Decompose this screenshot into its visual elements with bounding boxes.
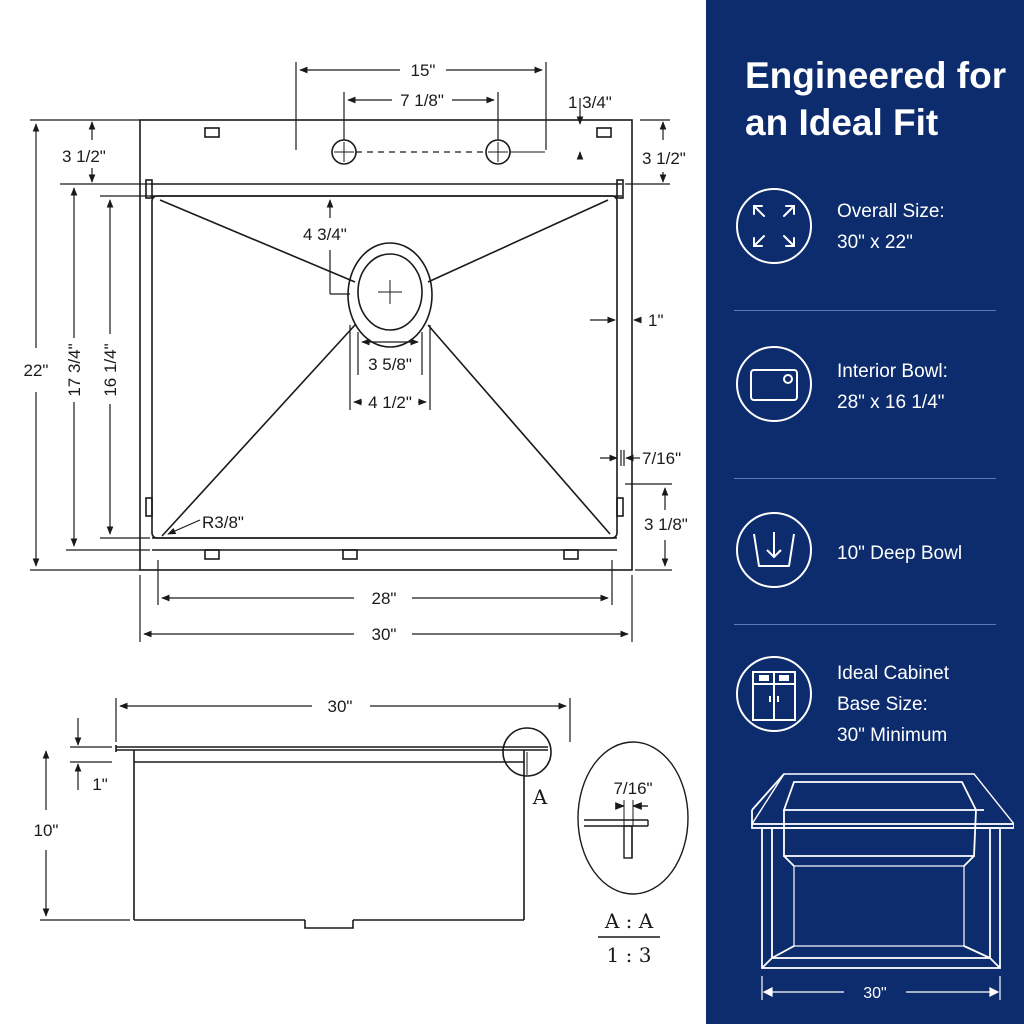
scale-label-top: A : A <box>604 909 654 933</box>
deep-bowl-arrow-icon <box>736 512 812 588</box>
panel-title: Engineered for an Ideal Fit <box>745 55 1007 143</box>
drain-outer <box>347 242 433 348</box>
feature-overall-size: Overall Size: 30" x 22" <box>706 186 1024 276</box>
feature-line: 30" x 22" <box>837 232 913 253</box>
feature-line: 10" Deep Bowl <box>837 543 963 564</box>
dim-flange: 7/16" <box>642 449 681 468</box>
detail-circle <box>577 741 689 895</box>
dim-drain-outer: 4 1/2" <box>368 393 412 412</box>
mount-clip <box>596 127 612 138</box>
detail-view <box>577 741 689 895</box>
technical-drawing: 15" 7 1/8" 1 3/4" 3 1/2" 3 1/2" 4 3/4" 1… <box>24 61 689 967</box>
dim-side-depth: 10" <box>34 821 59 840</box>
dim-rim: 1" <box>648 311 664 330</box>
dim-side-width: 30" <box>328 697 353 716</box>
side-view <box>115 727 552 929</box>
feature-line: Interior Bowl: <box>837 361 948 382</box>
side-view-dimensions <box>40 698 571 921</box>
dim-hole-offset: 1 3/4" <box>568 93 612 112</box>
cabinet-illustration: 30" <box>751 773 1014 1002</box>
section-marker-a <box>502 727 552 777</box>
side-view-labels: 30" 1" 10" A <box>34 697 548 840</box>
section-label: A <box>532 785 548 809</box>
dim-bowl-outer-depth: 17 3/4" <box>65 343 84 396</box>
dim-overall-depth: 22" <box>24 361 49 380</box>
dim-side-rim: 1" <box>92 775 108 794</box>
dim-right-ledge: 3 1/2" <box>642 149 686 168</box>
feature-line: Base Size: <box>837 694 928 715</box>
cabinet-icon <box>736 656 812 732</box>
feature-line: Overall Size: <box>837 201 945 222</box>
dim-bowl-width: 28" <box>372 589 397 608</box>
feature-deep-bowl: 10" Deep Bowl <box>706 510 1024 600</box>
mount-clip <box>204 127 220 138</box>
feature-interior-bowl: Interior Bowl: 28" x 16 1/4" <box>706 344 1024 434</box>
sink-outline <box>139 119 633 571</box>
dim-left-ledge: 3 1/2" <box>62 147 106 166</box>
feature-line: 28" x 16 1/4" <box>837 392 945 413</box>
feature-line: Ideal Cabinet <box>837 663 949 684</box>
divider <box>734 478 996 479</box>
top-view-labels: 15" 7 1/8" 1 3/4" 3 1/2" 3 1/2" 4 3/4" 1… <box>24 61 688 644</box>
expand-arrows-icon <box>736 188 812 264</box>
dim-corner-radius: R3/8" <box>202 513 244 532</box>
feature-line: 30" Minimum <box>837 725 948 746</box>
divider <box>734 310 996 311</box>
dim-drain-inner: 3 5/8" <box>368 355 412 374</box>
scale-label-bottom: 1 : 3 <box>607 943 652 967</box>
illustration-dim: 30" <box>863 985 886 1002</box>
dim-faucet-span: 15" <box>411 61 436 80</box>
dim-hole-span: 7 1/8" <box>400 91 444 110</box>
feature-panel: Engineered for an Ideal Fit Overall Size… <box>706 0 1024 1024</box>
dim-bottom-ledge: 3 1/8" <box>644 515 688 534</box>
dim-detail-flange: 7/16" <box>613 779 652 798</box>
dim-bowl-depth: 16 1/4" <box>101 343 120 396</box>
drain-inner <box>357 253 423 331</box>
top-view <box>139 119 633 571</box>
top-view-dimensions <box>30 62 672 642</box>
dim-overall-width: 30" <box>372 625 397 644</box>
divider <box>734 624 996 625</box>
detail-labels: 7/16" A : A 1 : 3 <box>598 779 660 967</box>
sink-basin-icon <box>736 346 812 422</box>
dim-drain-offset: 4 3/4" <box>303 225 347 244</box>
feature-cabinet-size: Ideal Cabinet Base Size: 30" Minimum <box>706 654 1024 754</box>
